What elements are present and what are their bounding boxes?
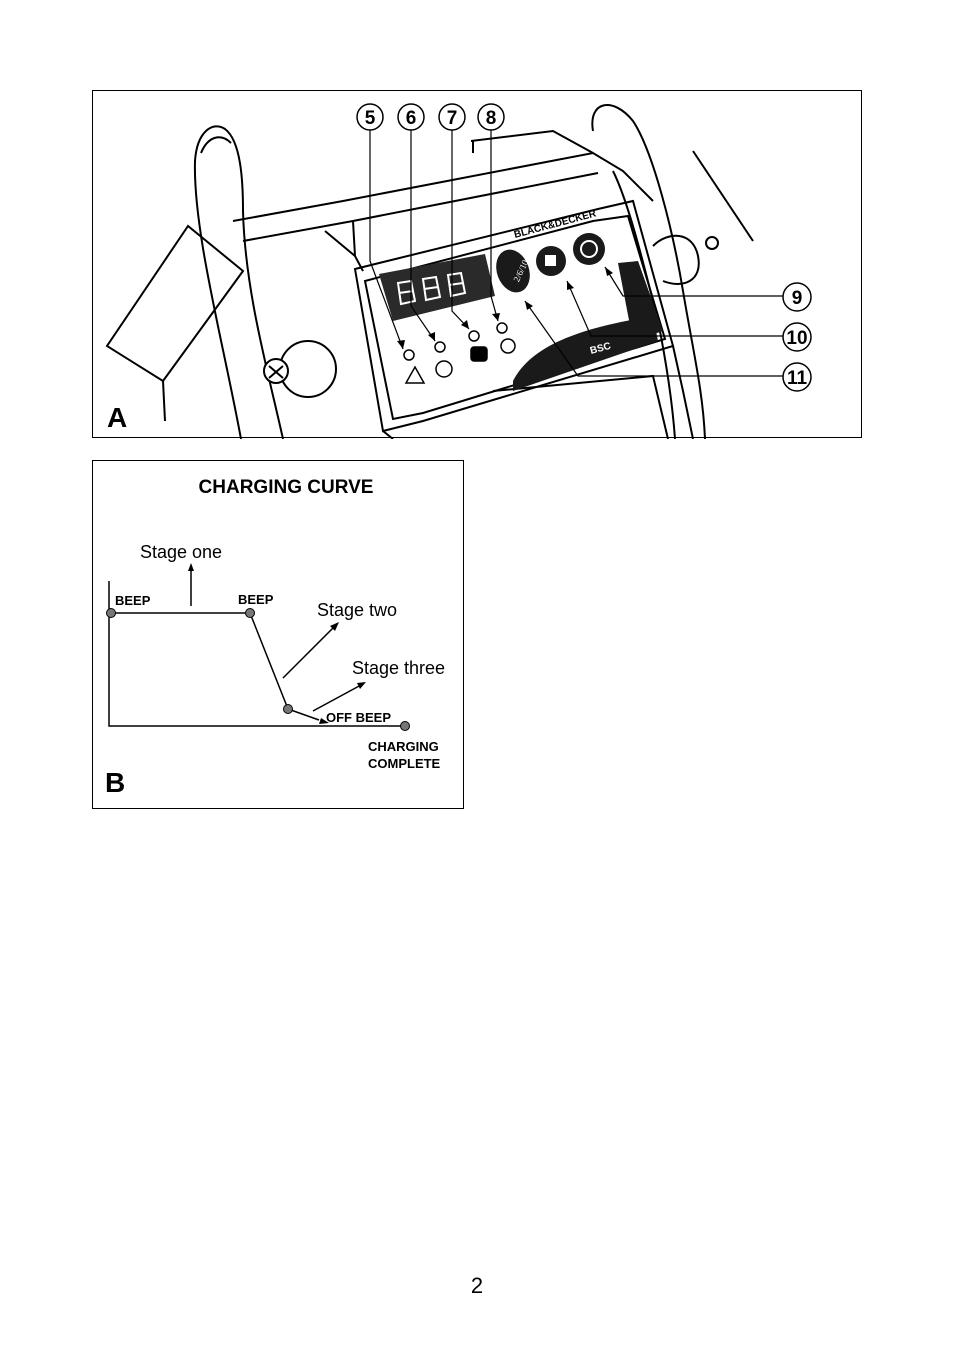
charging-curve-diagram: CHARGING CURVE Stage one Stage xyxy=(105,477,445,798)
figure-a-panel: 2/6/10 AMP BLACK&DECKER BSC xyxy=(92,90,862,439)
figure-b-label: B xyxy=(105,767,125,798)
callout-6: 6 xyxy=(406,108,417,129)
chart-title: CHARGING CURVE xyxy=(199,477,374,498)
figure-b-panel: CHARGING CURVE Stage one Stage xyxy=(92,460,464,809)
off-beep-label: OFF BEEP xyxy=(326,710,391,725)
charging-complete-line1: CHARGING xyxy=(368,739,439,754)
stage-two-label: Stage two xyxy=(317,600,397,620)
callout-7: 7 xyxy=(447,108,458,129)
callout-5: 5 xyxy=(365,108,376,129)
callout-10: 10 xyxy=(786,328,807,349)
figure-a-label: A xyxy=(107,402,127,433)
callout-8: 8 xyxy=(486,108,497,129)
beep-label-2: BEEP xyxy=(238,592,274,607)
callout-11: 11 xyxy=(787,368,808,389)
beep-label-1: BEEP xyxy=(115,593,151,608)
model-text: BSC xyxy=(589,341,612,357)
stage-one-label: Stage one xyxy=(140,542,222,562)
stage-three-label: Stage three xyxy=(352,658,445,678)
callout-9: 9 xyxy=(792,288,803,309)
charger-illustration: 2/6/10 AMP BLACK&DECKER BSC xyxy=(105,103,812,439)
charging-complete-line2: COMPLETE xyxy=(368,756,441,771)
page-number: 2 xyxy=(470,1273,484,1298)
